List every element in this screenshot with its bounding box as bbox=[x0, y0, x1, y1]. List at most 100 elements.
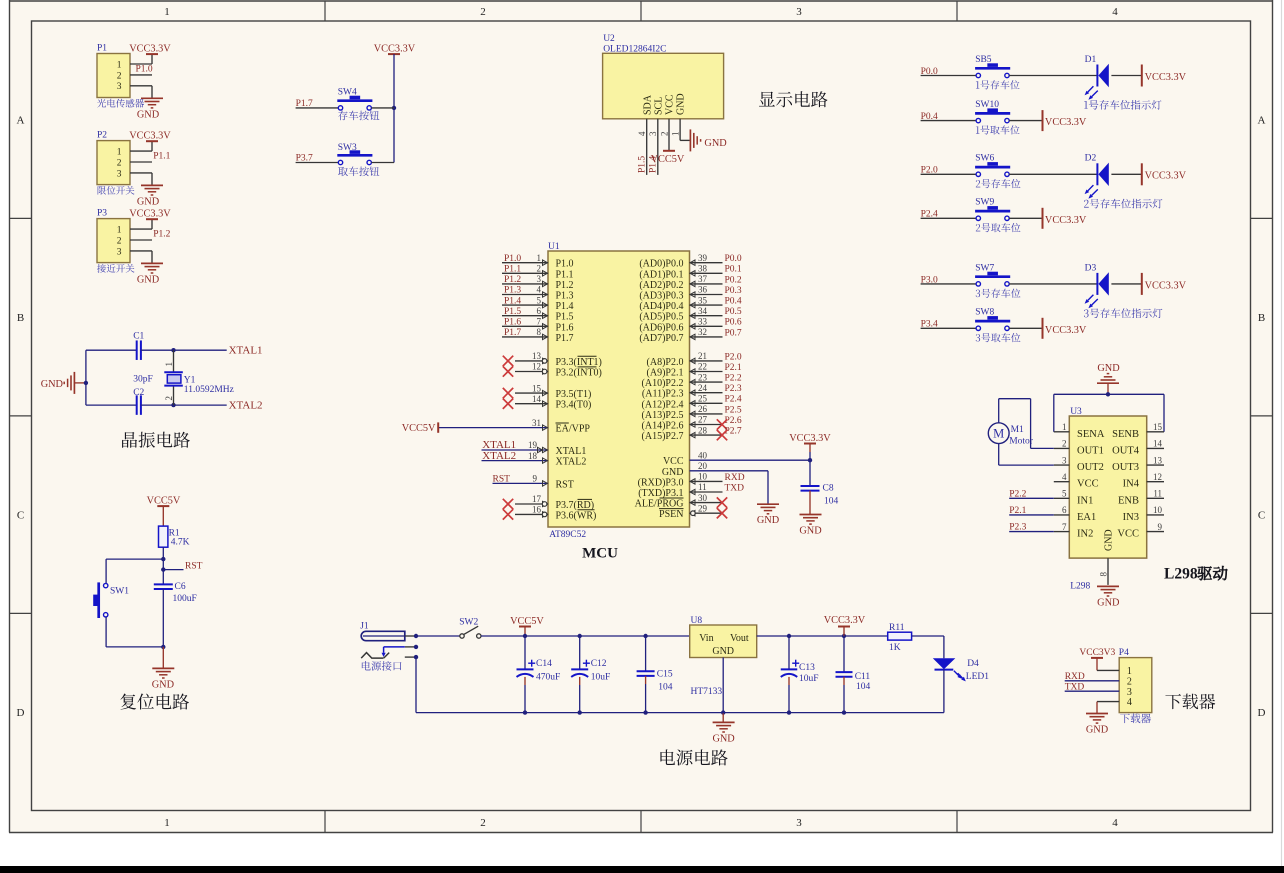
svg-text:D: D bbox=[17, 707, 25, 719]
svg-text:21: 21 bbox=[698, 351, 707, 361]
svg-text:P1.7: P1.7 bbox=[504, 328, 521, 338]
svg-text:13: 13 bbox=[532, 351, 542, 361]
svg-text:3: 3 bbox=[796, 6, 802, 18]
svg-text:P0.7: P0.7 bbox=[725, 328, 742, 338]
svg-text:TXD: TXD bbox=[725, 483, 745, 493]
svg-text:VCC3.3V: VCC3.3V bbox=[1045, 325, 1087, 336]
svg-text:RXD: RXD bbox=[1065, 672, 1085, 682]
svg-text:36: 36 bbox=[698, 285, 708, 295]
svg-text:P2: P2 bbox=[97, 130, 107, 140]
svg-text:3: 3 bbox=[1127, 687, 1132, 698]
svg-text:VCC: VCC bbox=[665, 94, 676, 115]
svg-text:14: 14 bbox=[1153, 439, 1163, 449]
svg-text:1: 1 bbox=[537, 253, 542, 263]
svg-text:VCC: VCC bbox=[1077, 479, 1099, 490]
svg-text:P3.5(T1): P3.5(T1) bbox=[556, 389, 592, 400]
svg-text:(RXD)P3.0: (RXD)P3.0 bbox=[638, 477, 684, 488]
svg-text:(AD0)P0.0: (AD0)P0.0 bbox=[639, 259, 683, 270]
svg-text:(A14)P2.6: (A14)P2.6 bbox=[642, 421, 684, 432]
svg-text:2: 2 bbox=[480, 817, 486, 829]
svg-text:XTAL1: XTAL1 bbox=[556, 446, 587, 457]
svg-text:P2.4: P2.4 bbox=[921, 210, 938, 220]
svg-text:C6: C6 bbox=[175, 582, 186, 592]
svg-text:P1.4: P1.4 bbox=[556, 301, 574, 312]
svg-text:2: 2 bbox=[1062, 439, 1067, 449]
svg-text:2: 2 bbox=[117, 236, 122, 246]
svg-text:GND: GND bbox=[1097, 597, 1120, 608]
svg-text:C14: C14 bbox=[536, 659, 552, 669]
svg-text:P2.0: P2.0 bbox=[725, 352, 742, 362]
svg-text:1: 1 bbox=[1127, 666, 1132, 677]
svg-text:Y1: Y1 bbox=[184, 376, 196, 386]
svg-text:P3.3(INT1): P3.3(INT1) bbox=[556, 357, 602, 368]
svg-text:(A9)P2.1: (A9)P2.1 bbox=[647, 368, 684, 379]
svg-text:D2: D2 bbox=[1085, 154, 1097, 164]
svg-text:P2.0: P2.0 bbox=[921, 166, 938, 176]
svg-text:23: 23 bbox=[698, 372, 708, 382]
svg-text:3: 3 bbox=[117, 169, 122, 179]
svg-text:7: 7 bbox=[1062, 522, 1067, 532]
svg-text:P2.7: P2.7 bbox=[725, 427, 742, 437]
svg-text:29: 29 bbox=[698, 503, 708, 513]
svg-text:SB5: SB5 bbox=[975, 55, 992, 65]
svg-text:16: 16 bbox=[532, 505, 542, 515]
svg-text:12: 12 bbox=[1153, 472, 1162, 482]
svg-text:C13: C13 bbox=[799, 663, 815, 673]
svg-text:1: 1 bbox=[117, 226, 122, 236]
svg-text:(AD7)P0.7: (AD7)P0.7 bbox=[639, 333, 683, 344]
svg-text:B: B bbox=[1258, 312, 1265, 324]
svg-text:P2.1: P2.1 bbox=[725, 363, 742, 373]
svg-text:GND: GND bbox=[799, 526, 822, 537]
svg-text:5: 5 bbox=[537, 295, 542, 305]
svg-text:10: 10 bbox=[698, 472, 708, 482]
svg-text:32: 32 bbox=[698, 327, 707, 337]
svg-text:P1.4: P1.4 bbox=[504, 296, 521, 306]
svg-text:VCC3.3V: VCC3.3V bbox=[129, 130, 171, 141]
svg-text:D3: D3 bbox=[1085, 263, 1097, 273]
svg-text:SENB: SENB bbox=[1112, 429, 1139, 440]
svg-text:(AD6)P0.6: (AD6)P0.6 bbox=[639, 322, 683, 333]
svg-text:5: 5 bbox=[1062, 489, 1067, 499]
svg-text:SDA: SDA bbox=[642, 94, 653, 115]
svg-text:P0.4: P0.4 bbox=[921, 112, 938, 122]
svg-text:U8: U8 bbox=[691, 616, 703, 626]
svg-text:EA/VPP: EA/VPP bbox=[556, 424, 591, 435]
svg-text:GND: GND bbox=[704, 138, 727, 149]
svg-text:IN1: IN1 bbox=[1077, 495, 1093, 506]
svg-text:2: 2 bbox=[164, 396, 174, 401]
svg-text:33: 33 bbox=[698, 317, 708, 327]
svg-text:C8: C8 bbox=[823, 483, 834, 493]
svg-text:GND: GND bbox=[1097, 363, 1120, 374]
svg-text:VCC3.3V: VCC3.3V bbox=[824, 615, 866, 626]
svg-text:D1: D1 bbox=[1085, 55, 1097, 65]
svg-text:4: 4 bbox=[1127, 697, 1132, 708]
svg-text:SENA: SENA bbox=[1077, 429, 1105, 440]
svg-text:25: 25 bbox=[698, 394, 708, 404]
svg-text:VCC3.3V: VCC3.3V bbox=[129, 43, 171, 54]
svg-text:Motor: Motor bbox=[1009, 436, 1034, 446]
svg-text:XTAL1: XTAL1 bbox=[482, 439, 516, 451]
svg-text:P1.0: P1.0 bbox=[504, 254, 521, 264]
svg-text:100uF: 100uF bbox=[173, 594, 197, 604]
svg-text:470uF: 470uF bbox=[536, 673, 560, 683]
svg-text:A: A bbox=[17, 115, 25, 127]
svg-text:IN3: IN3 bbox=[1123, 512, 1139, 523]
svg-text:19: 19 bbox=[528, 440, 538, 450]
svg-text:GND: GND bbox=[152, 680, 175, 691]
svg-text:OLED12864I2C: OLED12864I2C bbox=[603, 44, 666, 54]
svg-text:TXD: TXD bbox=[1065, 682, 1085, 692]
svg-text:11: 11 bbox=[1153, 489, 1162, 499]
svg-text:1: 1 bbox=[1062, 422, 1067, 432]
svg-text:J1: J1 bbox=[360, 621, 369, 631]
svg-text:1: 1 bbox=[671, 132, 681, 137]
svg-text:P3.4: P3.4 bbox=[921, 320, 938, 330]
svg-text:P0.1: P0.1 bbox=[725, 265, 742, 275]
svg-text:34: 34 bbox=[698, 306, 708, 316]
svg-text:26: 26 bbox=[698, 404, 708, 414]
svg-text:D4: D4 bbox=[967, 659, 979, 669]
svg-text:7: 7 bbox=[537, 317, 542, 327]
svg-text:VCC3.3V: VCC3.3V bbox=[1145, 171, 1187, 182]
svg-text:A: A bbox=[1258, 115, 1266, 127]
svg-text:(AD3)P0.3: (AD3)P0.3 bbox=[639, 291, 683, 302]
svg-text:D: D bbox=[1258, 707, 1266, 719]
